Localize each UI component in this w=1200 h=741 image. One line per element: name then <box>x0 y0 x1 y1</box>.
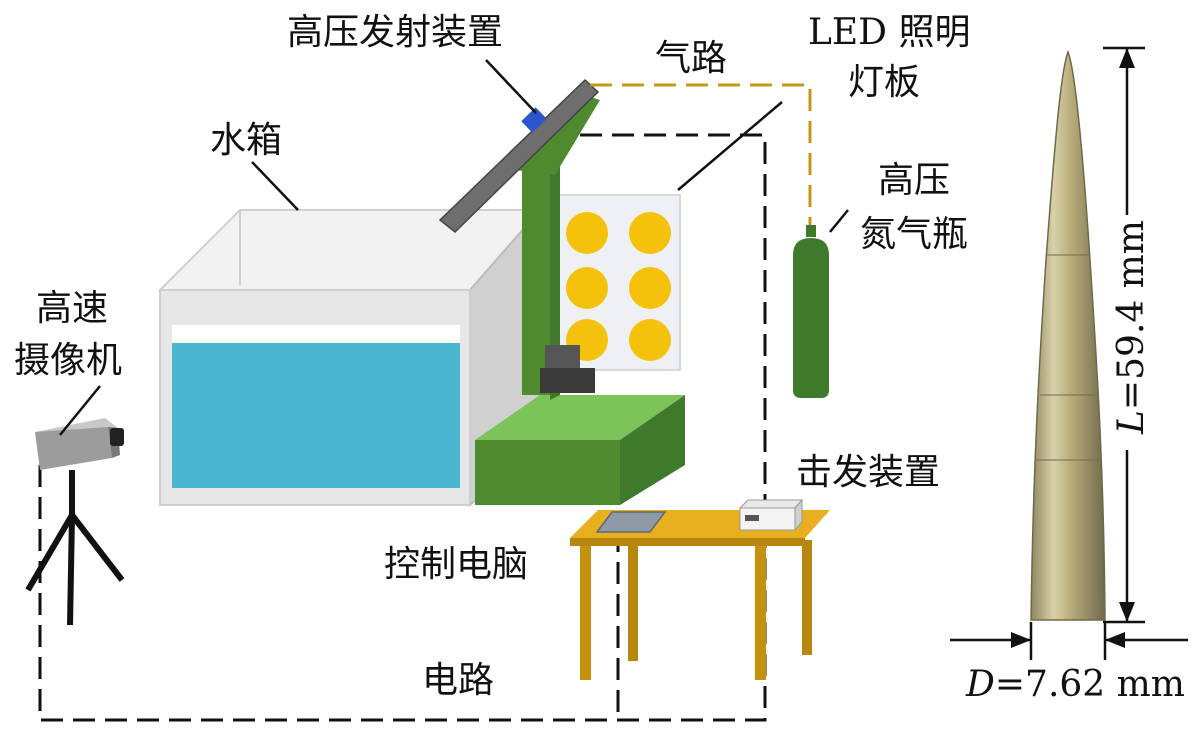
projectile-body <box>1030 49 1106 621</box>
stand-column-side <box>550 162 560 400</box>
circuit-label: 电路 <box>422 660 495 701</box>
water-tank-label: 水箱 <box>210 120 283 161</box>
tripod-leg <box>69 513 125 582</box>
tripod-leg <box>25 513 75 592</box>
diameter-value: =7.62 mm <box>994 664 1185 705</box>
water-tank <box>157 207 543 508</box>
led-panel-label-line1: LED 照明 <box>808 12 971 53</box>
trigger-device <box>738 498 804 532</box>
table-leg <box>755 546 766 680</box>
camera-body <box>35 427 112 470</box>
camera-lens <box>110 428 124 446</box>
length-value: =59.4 mm <box>1111 220 1152 411</box>
clamp-base <box>540 368 595 393</box>
diameter-dimension-label: D=7.62 mm <box>966 664 1185 705</box>
length-symbol: L <box>1111 410 1152 434</box>
platform-side <box>620 395 685 505</box>
table <box>570 498 830 680</box>
table-leg <box>580 546 591 680</box>
length-dimension <box>1103 46 1145 624</box>
led-light <box>629 319 671 361</box>
led-light <box>629 212 671 254</box>
trigger-label: 击发装置 <box>796 452 941 493</box>
table-leg <box>628 546 638 661</box>
computer-label: 控制电脑 <box>384 544 529 585</box>
nitrogen-label-line1: 高压 <box>878 160 951 201</box>
led-light <box>629 267 671 309</box>
projectile <box>1030 49 1106 621</box>
nitrogen-bottle <box>793 225 829 398</box>
stand-arm <box>515 95 600 175</box>
table-top-edge <box>570 538 805 546</box>
launcher-label: 高压发射装置 <box>287 12 504 53</box>
platform-front <box>475 440 620 505</box>
bottle-valve <box>806 225 816 237</box>
tank-inner-opening <box>172 325 460 343</box>
clamp-block <box>545 345 580 370</box>
water <box>172 343 460 488</box>
camera-label-line1: 高速 <box>36 288 109 329</box>
launcher-stand <box>438 78 685 505</box>
diameter-dimension <box>950 622 1188 660</box>
led-light <box>566 212 608 254</box>
table-leg <box>802 540 812 655</box>
high-speed-camera <box>25 418 125 626</box>
barrel-breech <box>521 107 547 133</box>
platform-top <box>475 395 685 440</box>
tripod-leg <box>67 514 75 626</box>
bottle-body <box>793 238 829 398</box>
control-computer <box>595 511 667 533</box>
led-panel <box>554 194 681 371</box>
length-dimension-label: L=59.4 mm <box>1110 220 1154 434</box>
led-panel-label-line2: 灯板 <box>848 62 921 103</box>
camera-label-line2: 摄像机 <box>14 340 123 381</box>
gas-line <box>590 83 812 225</box>
led-light <box>566 267 608 309</box>
leader-lines <box>59 59 849 436</box>
diameter-symbol: D <box>966 664 995 705</box>
gas-path-label: 气路 <box>655 38 728 79</box>
nitrogen-label-line2: 氮气瓶 <box>860 214 969 255</box>
